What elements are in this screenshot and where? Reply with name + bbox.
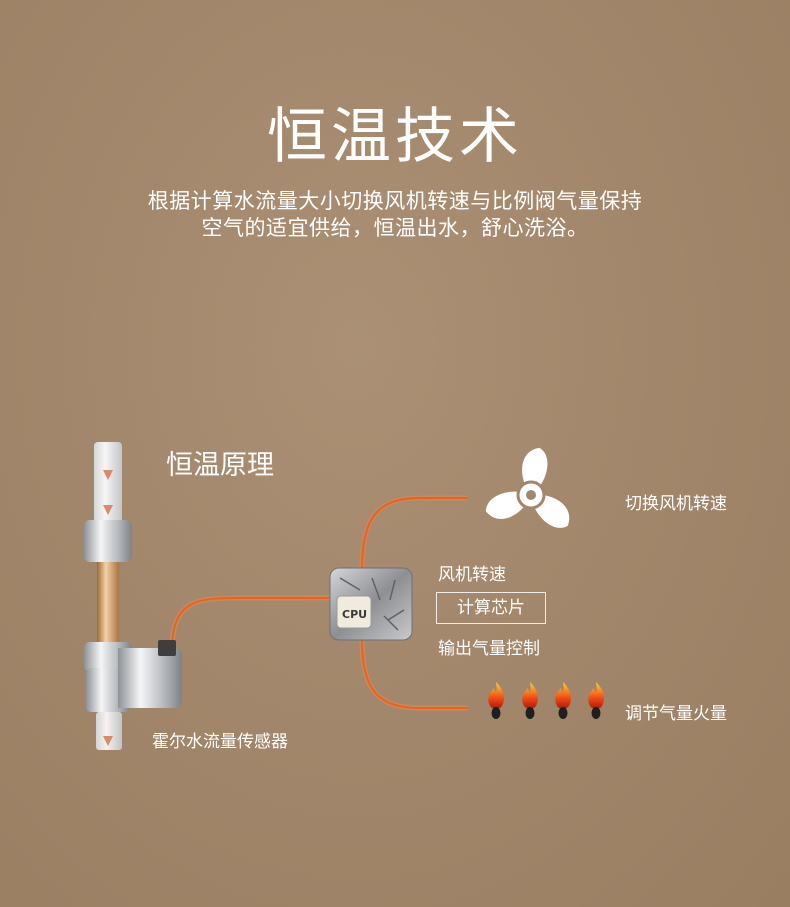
page-title: 恒温技术 (267, 102, 523, 172)
gas-output-label: 输出气量控制 (438, 639, 540, 659)
chip-label-box: 计算芯片 (436, 592, 546, 624)
signal-wires (169, 495, 468, 711)
flame-icon (488, 682, 504, 719)
fan-icon (485, 447, 570, 528)
description-line-2: 空气的适宜供给，恒温出水，舒心洗浴。 (201, 216, 589, 240)
principle-heading: 恒温原理 (166, 450, 274, 481)
fan-switch-label: 切换风机转速 (625, 494, 727, 514)
description: 根据计算水流量大小切换风机转速与比例阀气量保持 空气的适宜供给，恒温出水，舒心洗… (95, 188, 695, 242)
flame-icon (522, 682, 538, 719)
arrow-down-icon (103, 470, 113, 480)
sensor-label: 霍尔水流量传感器 (152, 732, 288, 752)
chip-label: 计算芯片 (457, 598, 525, 618)
flame-icon (555, 682, 571, 719)
arrow-down-icon (103, 505, 113, 515)
flame-icon (588, 682, 604, 719)
flame-label: 调节气量火量 (625, 704, 727, 724)
arrow-down-icon (103, 736, 113, 746)
cpu-label: CPU (342, 608, 368, 621)
fan-speed-label: 风机转速 (438, 565, 506, 585)
cpu-chip-icon (329, 567, 413, 641)
flame-icons (488, 682, 604, 719)
description-line-1: 根据计算水流量大小切换风机转速与比例阀气量保持 (147, 189, 643, 213)
hall-flow-sensor (84, 442, 182, 750)
